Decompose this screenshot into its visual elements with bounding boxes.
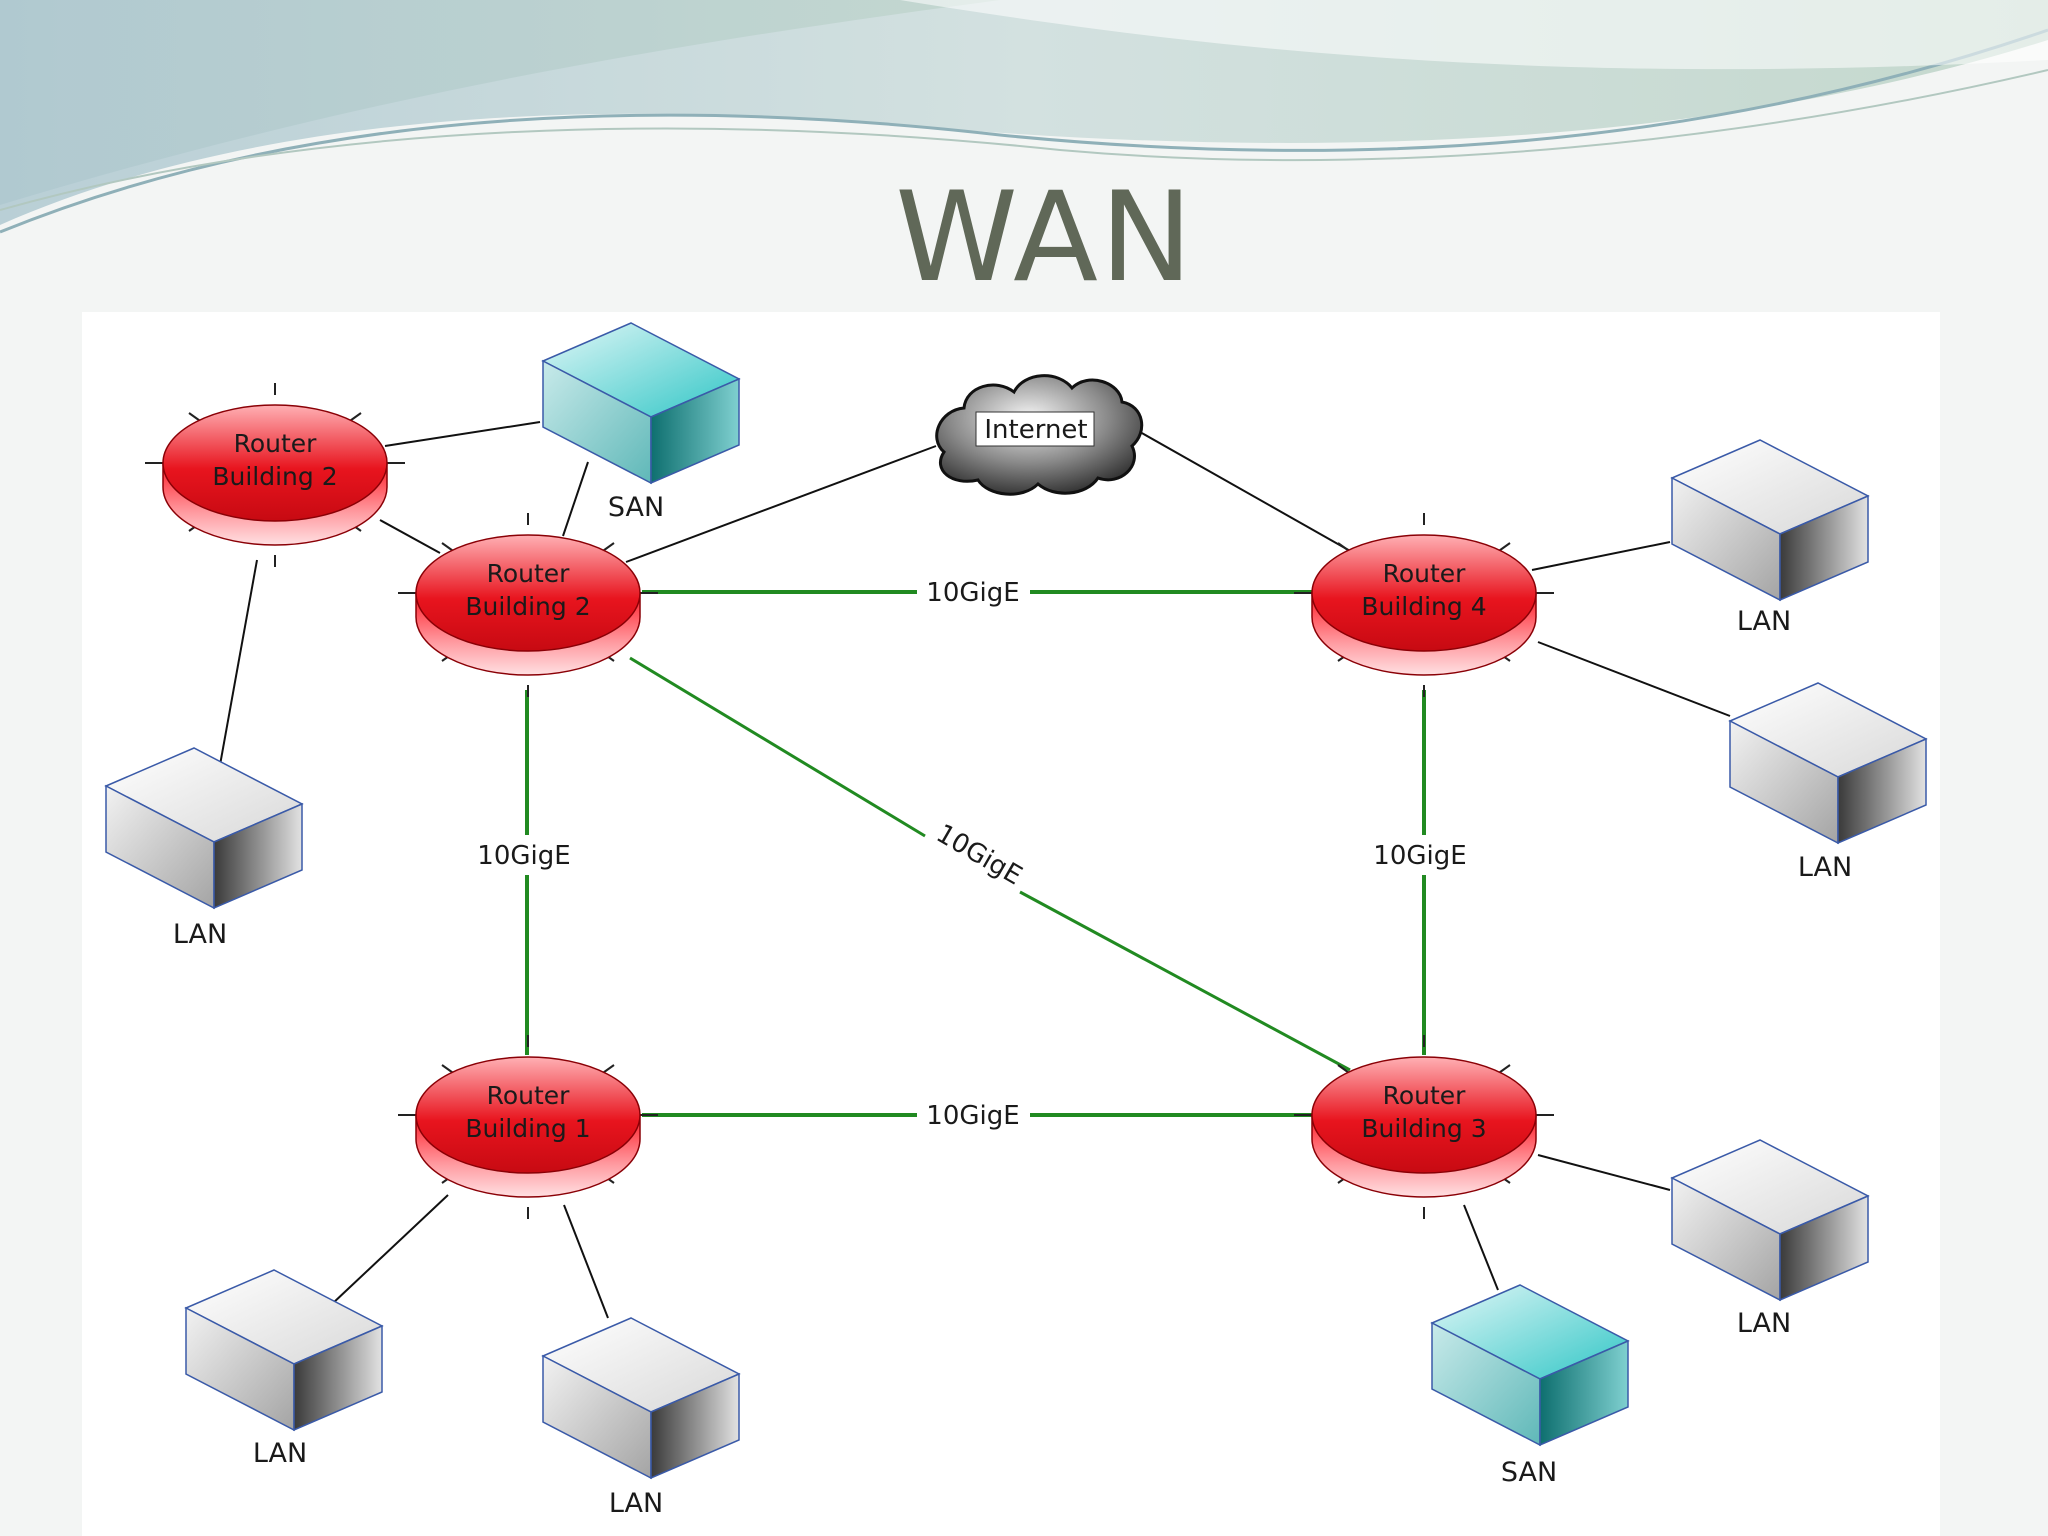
lan-label: LAN: [1737, 1308, 1791, 1339]
link-labels: 10GigE 10GigE 10GigE 10GigE 10GigE: [477, 578, 1466, 1131]
link-b3-lan: [1537, 1154, 1671, 1191]
router-label-line2: Building 2: [212, 462, 337, 491]
router-icon: [1294, 513, 1554, 697]
router-label-line1: Router: [487, 559, 571, 588]
lan-bottom-left[interactable]: LAN: [184, 1269, 384, 1469]
router-b4[interactable]: Router Building 4: [1294, 513, 1554, 697]
link-internet-b4: [1139, 431, 1353, 553]
san-box-icon: [541, 322, 741, 485]
router-label-line1: Router: [234, 429, 318, 458]
router-label-line2: Building 1: [465, 1114, 590, 1143]
internet-label-bg: [975, 411, 1095, 447]
router-b2-core[interactable]: Router Building 2: [398, 513, 658, 697]
router-label-line1: Router: [1383, 1081, 1467, 1110]
backbone-links: [525, 590, 1426, 1117]
link-b2outer-lan: [219, 559, 258, 766]
router-label-line2: Building 3: [1361, 1114, 1486, 1143]
router-icon: [398, 1035, 658, 1219]
link-label-b2-b3: 10GigE: [931, 819, 1027, 892]
san-bottom[interactable]: SAN: [1430, 1284, 1630, 1488]
link-b2core-san: [562, 461, 589, 537]
lan-bottom-center[interactable]: LAN: [541, 1317, 741, 1519]
lan-right-bottom[interactable]: LAN: [1670, 1139, 1870, 1339]
router-label-line1: Router: [1383, 559, 1467, 588]
link-b1-lan-center: [563, 1204, 609, 1319]
router-label-line2: Building 4: [1361, 592, 1486, 621]
lan-label: LAN: [609, 1488, 663, 1519]
router-label-line2: Building 2: [465, 592, 590, 621]
san-label: SAN: [1501, 1457, 1557, 1488]
internet-label: Internet: [984, 415, 1087, 445]
router-icon: [1294, 1035, 1554, 1219]
diagram-panel: [82, 312, 1940, 1536]
link-label-b2-b1: 10GigE: [477, 841, 570, 871]
link-b4-lan-top: [1531, 541, 1671, 571]
lan-right-mid[interactable]: LAN: [1728, 682, 1928, 883]
link-b2core-internet: [625, 445, 937, 563]
router-b3[interactable]: Router Building 3: [1294, 1035, 1554, 1219]
san-label: SAN: [608, 492, 664, 523]
lan-label: LAN: [1798, 852, 1852, 883]
internet-cloud[interactable]: Internet: [935, 374, 1144, 496]
lan-box-icon: [541, 1317, 741, 1480]
slide-title: WAN: [895, 166, 1195, 310]
link-b2outer-b2core: [379, 519, 441, 554]
router-b2-outer[interactable]: Router Building 2: [145, 383, 405, 567]
lan-left[interactable]: LAN: [104, 747, 304, 950]
router-b1[interactable]: Router Building 1: [398, 1035, 658, 1219]
san-top[interactable]: SAN: [541, 322, 741, 523]
link-label-b2-b4: 10GigE: [926, 578, 1019, 608]
lan-box-icon: [104, 747, 304, 910]
link-b2outer-san: [384, 421, 541, 447]
router-icon: [145, 383, 405, 567]
san-box-icon: [1430, 1284, 1630, 1447]
link-b2-b3: [629, 656, 926, 838]
lan-label: LAN: [253, 1438, 307, 1469]
lan-right-top[interactable]: LAN: [1670, 439, 1870, 637]
router-label-line1: Router: [487, 1081, 571, 1110]
link-b3-san: [1463, 1204, 1499, 1291]
lan-label: LAN: [1737, 606, 1791, 637]
access-links: [219, 421, 1731, 1319]
link-b1-lan-left: [331, 1194, 449, 1305]
header-swoosh: [0, 0, 2048, 234]
router-icon: [398, 513, 658, 697]
lan-label: LAN: [173, 919, 227, 950]
link-b4-lan-mid: [1537, 641, 1731, 717]
lan-box-icon: [1670, 439, 1870, 602]
lan-box-icon: [184, 1269, 384, 1432]
lan-box-icon: [1728, 682, 1928, 845]
lan-box-icon: [1670, 1139, 1870, 1302]
link-label-b1-b3: 10GigE: [926, 1101, 1019, 1131]
link-label-b4-b3: 10GigE: [1373, 841, 1466, 871]
link-b2-b3: [1019, 890, 1351, 1072]
